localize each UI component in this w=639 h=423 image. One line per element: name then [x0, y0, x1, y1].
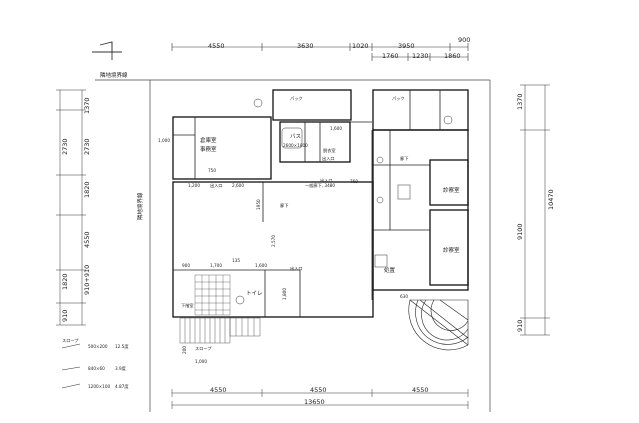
dim-bottom-3: 4550 — [412, 386, 429, 394]
dim-top-1: 4550 — [208, 42, 225, 50]
inner-dim-2570: 2,570 — [271, 235, 276, 247]
dim-right-3: 910 — [516, 320, 524, 332]
label-slope-2: スロープ — [195, 346, 212, 352]
dim-right-2: 9100 — [516, 223, 524, 240]
label-exam-2: 診察室 — [443, 246, 460, 254]
inner-dim-1600: 1,600 — [330, 126, 342, 131]
legend-value-3: 4.87度 — [115, 383, 129, 390]
inner-dim-200: 200 — [182, 346, 187, 354]
dim-left-2: 2730 — [83, 138, 91, 155]
inner-dim-1200: 1,200 — [188, 183, 200, 188]
bath-room — [279, 121, 351, 163]
label-toilet-staff: 下階室 — [181, 302, 194, 309]
dim-left-6: 1820 — [61, 273, 69, 290]
inner-dim-1000b: 1,000 — [195, 359, 207, 364]
dim-right-total: 10470 — [547, 189, 555, 210]
legend: スロープ 500×200 12.5度 840×60 3.9度 1200×100 … — [61, 338, 129, 390]
dim-bottom-total: 13650 — [304, 398, 325, 406]
inner-dim-900: 900 — [182, 263, 190, 268]
dim-left-mixed: 910+910 — [83, 265, 91, 295]
dim-left-5: 2730 — [61, 138, 69, 155]
legend-spec-1: 500×200 — [88, 344, 108, 349]
dim-left-3: 1820 — [83, 181, 91, 198]
legend-spec-3: 1200×100 — [88, 384, 110, 389]
label-bath-size: 2600×1800 — [283, 143, 308, 148]
label-bath: バス — [290, 133, 301, 140]
label-office: 事務室 — [200, 145, 217, 153]
label-pack-2: パック — [392, 96, 405, 102]
label-entrance-3: 出入口 — [320, 177, 333, 184]
label-entrance-1: 出入口 — [210, 182, 223, 189]
inner-dim-1800: 1,800 — [282, 288, 287, 300]
label-entrance-4: 出入口 — [290, 265, 303, 272]
right-top-block — [372, 89, 469, 131]
inner-dim-1000: 1,000 — [158, 138, 170, 143]
legend-symbol-1: スロープ — [62, 338, 79, 344]
dim-top-5: 900 — [458, 36, 470, 44]
inner-dim-750: 750 — [208, 168, 216, 173]
exam-room-2-outline — [429, 209, 469, 286]
inner-dim-630: 630 — [400, 294, 408, 299]
label-toilet: トイレ — [246, 291, 263, 297]
inner-dim-135: 135 — [232, 258, 240, 263]
office-block — [172, 116, 272, 180]
top-rooms-left — [272, 89, 352, 121]
toilet-icon-2 — [235, 295, 245, 305]
bathtub-icon — [281, 127, 303, 149]
label-corridor-1: 廊下 — [280, 202, 288, 209]
inner-dim-2600: 2,600 — [232, 183, 244, 188]
north-arrow-icon — [92, 41, 122, 60]
inner-dim-760: 760 — [350, 179, 358, 184]
dim-left-1: 1370 — [83, 97, 91, 114]
label-treatment: 処置 — [384, 266, 396, 274]
label-changing: 脱衣室 — [323, 147, 336, 154]
dim-bottom-2: 4550 — [310, 386, 327, 394]
dim-left-4: 4550 — [83, 231, 91, 248]
dim-top-3: 1020 — [352, 42, 369, 50]
slope-lower-left — [179, 317, 261, 344]
inner-dim-3480: 一般廊下, 3480 — [305, 182, 335, 189]
exam-room-1-outline — [429, 159, 469, 206]
dim-top-4: 3950 — [398, 42, 415, 50]
label-storage: 倉庫室 — [200, 136, 217, 144]
boundary-left-label: 隣地境界線 — [136, 192, 144, 220]
inner-dim-1600b: 1,600 — [255, 263, 267, 268]
dim-top-6: 1760 — [382, 52, 399, 60]
door-swing-icon — [253, 98, 263, 108]
label-pack-1: パック — [290, 96, 303, 102]
label-corridor-2: 廊下 — [400, 155, 408, 162]
legend-value-1: 12.5度 — [115, 343, 129, 350]
dim-top-8: 1860 — [444, 52, 461, 60]
toilet-icon — [443, 115, 453, 125]
toilet-tile-grid — [194, 274, 231, 316]
main-room — [172, 181, 374, 318]
dim-top-2: 3630 — [297, 42, 314, 50]
curved-slope — [408, 299, 469, 351]
label-exam-1: 診察室 — [443, 186, 460, 194]
dim-bottom-1: 4550 — [210, 386, 227, 394]
label-entrance-2: 出入口 — [322, 155, 335, 162]
legend-value-2: 3.9度 — [115, 365, 127, 372]
dim-left-7: 910 — [61, 310, 69, 322]
inner-dim-1950: 1950 — [256, 199, 261, 210]
inner-dim-1700: 1,700 — [210, 263, 222, 268]
legend-spec-2: 840×60 — [88, 366, 105, 371]
dim-top-7: 1230 — [412, 52, 429, 60]
dim-right-1: 1370 — [516, 93, 524, 110]
boundary-top-label: 隣地境界線 — [100, 71, 128, 79]
